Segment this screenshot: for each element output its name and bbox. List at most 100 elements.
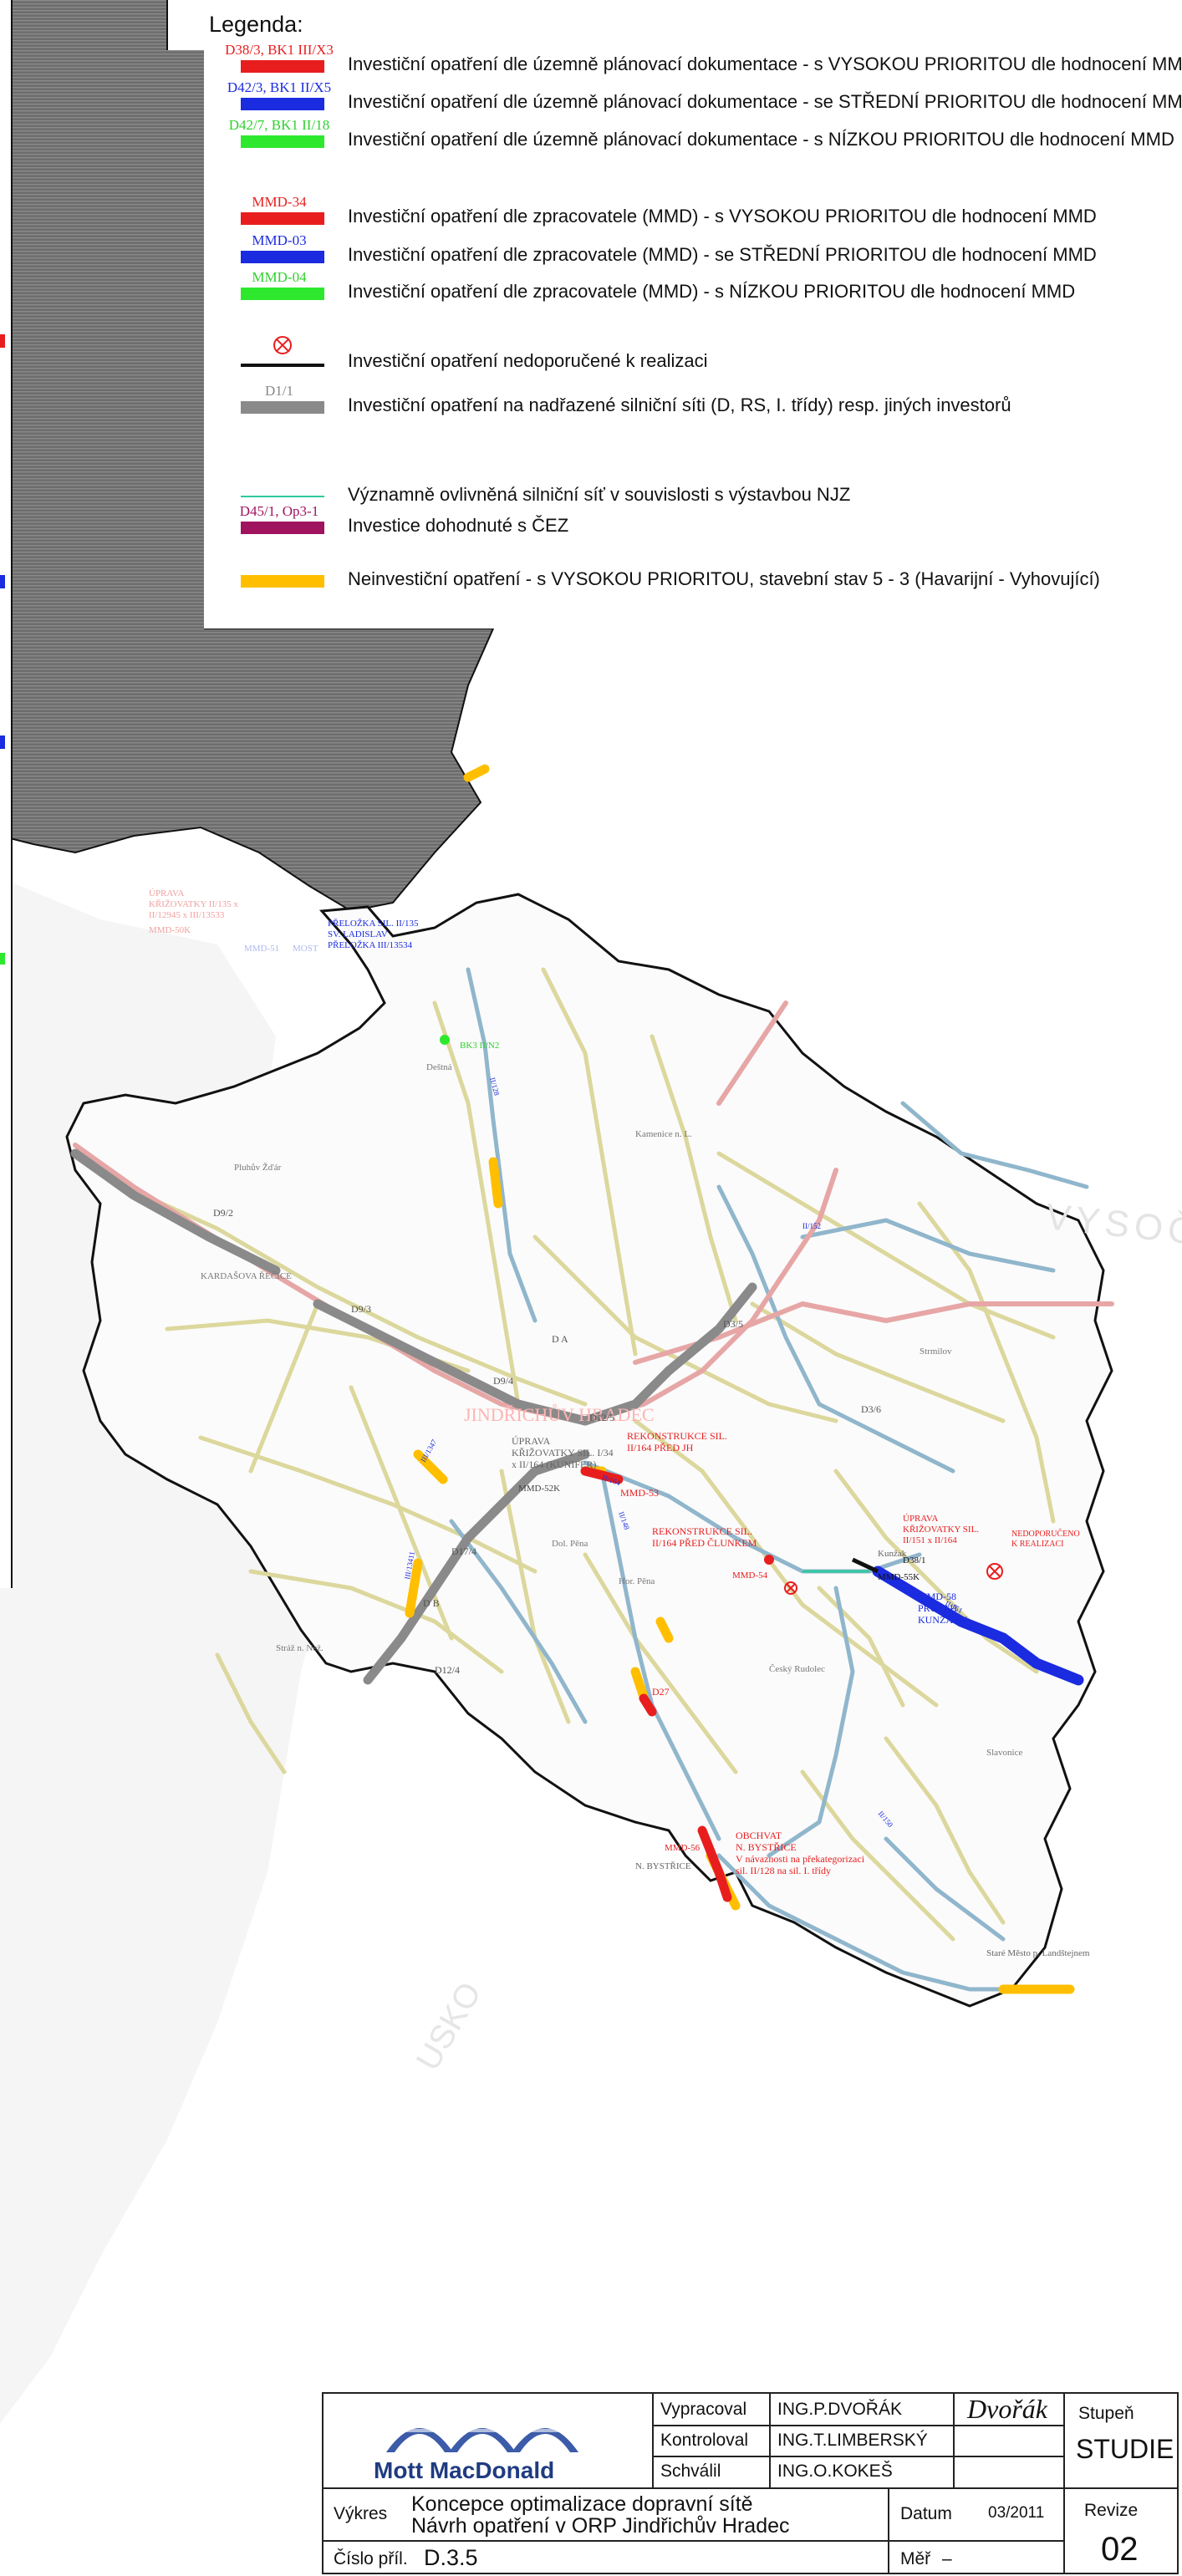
legend-text-part: dle hodnocení MMD — [926, 206, 1097, 227]
map-annotation: MMD-56 — [665, 1843, 701, 1853]
legend-text: Investiční opatření dle územně plánovací… — [348, 129, 1174, 150]
legend-swatch — [241, 288, 324, 300]
place-label: Deštná — [426, 1062, 452, 1072]
map-annotation: II/164 PŘED ČLUNKEM — [652, 1537, 757, 1549]
road-code: D27 — [652, 1686, 670, 1698]
map-annotation: II/12945 x III/13533 — [149, 910, 225, 920]
scale-value: – — [942, 2549, 952, 2568]
place-label: Strmilov — [920, 1347, 952, 1357]
legend-text-part: , stavební stav 5 - 3 (Havarijní - Vyhov… — [749, 568, 1100, 589]
map-annotation: MMD-50K — [149, 925, 191, 935]
legend-text-part: Investiční opatření dle zpracovatele (MM… — [348, 206, 730, 227]
map-annotation: PŘELOŽKA SIL. II/135 — [328, 919, 419, 929]
legend-text: Významně ovlivněná silniční síť v souvis… — [348, 484, 850, 506]
map-annotation: PŘELOŽKA III/13534 — [328, 940, 413, 950]
legend-swatch — [241, 496, 324, 497]
date-label: Datum — [900, 2504, 952, 2523]
nonrecommended-legend-icon — [273, 336, 292, 354]
drawing-label: Výkres — [334, 2504, 388, 2523]
legend-text: Investiční opatření dle zpracovatele (MM… — [348, 206, 1097, 227]
legend-code: D1/1 — [265, 383, 293, 399]
scale-label: Měř — [900, 2549, 931, 2568]
legend-text: Investiční opatření dle zpracovatele (MM… — [348, 281, 1075, 303]
place-label: N. BYSTŘICE — [635, 1861, 691, 1871]
map-annotation: II/164 PŘED JH — [627, 1442, 694, 1453]
legend-swatch — [241, 60, 324, 73]
place-label: Český Rudolec — [769, 1664, 825, 1674]
legend-text: Investiční opatření na nadřazené silničn… — [348, 395, 1011, 416]
road-code: D12/5 — [589, 1412, 614, 1423]
west-marker-red — [0, 334, 5, 348]
map-annotation: MOST — [293, 944, 318, 954]
map-annotation: PRŮTAH — [918, 1601, 957, 1614]
road-code: D9/4 — [493, 1375, 513, 1387]
legend-text-part: dle hodnocení MMD — [905, 281, 1076, 302]
place-label: KARDAŠOVA ŘEČICE — [201, 1271, 292, 1281]
legend-text-emphasis: NÍZKOU PRIORITOU — [729, 281, 906, 302]
legend-swatch — [241, 251, 324, 263]
district-area — [65, 893, 1113, 2008]
legend-text-part: Investice dohodnuté s ČEZ — [348, 515, 569, 536]
legend-text: Investiční opatření dle územně plánovací… — [348, 91, 1182, 113]
map-annotation: K REALIZACI — [1011, 1540, 1064, 1549]
map-annotation: KŘIŽOVATKY SIL. I/34 — [512, 1447, 614, 1459]
mmd-54-marker — [764, 1555, 774, 1565]
map-annotation: ÚPRAVA — [512, 1435, 551, 1447]
map-annotation: ÚPRAVA — [149, 888, 184, 899]
legend-swatch — [241, 135, 324, 148]
legend-text-part: Investiční opatření nedoporučené k reali… — [348, 350, 708, 371]
legend-text-emphasis: VYSOKOU PRIORITOU — [828, 53, 1027, 74]
drawn-by-label: Vypracoval — [660, 2400, 747, 2419]
map-annotation: V návaznosti na překategorizaci — [736, 1853, 865, 1865]
class-one-roads — [73, 1000, 1114, 1423]
legend-swatch — [241, 522, 324, 534]
low-priority-marker — [440, 1035, 450, 1045]
legend-text-emphasis: VYSOKOU PRIORITOU — [729, 206, 927, 227]
map-annotation: KUNŽAKU — [918, 1614, 968, 1626]
place-label: Kunžak — [878, 1549, 907, 1559]
map-annotation: SV. LADISLAV — [328, 929, 388, 939]
company-name: Mott MacDonald — [374, 2457, 555, 2483]
checked-by-label: Kontroloval — [660, 2431, 749, 2450]
nonrecommended-measure — [851, 1557, 879, 1574]
company-logo — [369, 2404, 604, 2462]
place-label: Pluhův Žďár — [234, 1163, 282, 1173]
road-code: D A — [552, 1333, 568, 1345]
legend-item: Významně ovlivněná silniční síť v souvis… — [204, 472, 1182, 506]
legend-code: D42/7, BK1 II/18 — [228, 117, 330, 133]
revision-value: 02 — [1101, 2531, 1139, 2568]
drawing-title-2: Návrh opatření v ORP Jindřichův Hradec — [411, 2514, 790, 2538]
legend-text: Investiční opatření dle zpracovatele (MM… — [348, 244, 1097, 266]
map-annotation: KŘIŽOVATKY II/135 x — [149, 899, 238, 909]
legend-text: Investice dohodnuté s ČEZ — [348, 515, 568, 537]
map-annotation: MMD-55K — [878, 1572, 920, 1582]
stage-value: STUDIE — [1076, 2434, 1174, 2464]
place-labels: JINDŘICHŮV HRADEC Kunžak N. BYSTŘICE Sta… — [201, 1062, 1090, 1958]
road-code: II/152 — [802, 1222, 821, 1230]
legend-text-part: Investiční opatření na nadřazené silničn… — [348, 395, 1011, 415]
map-annotation: MMD-52K — [518, 1484, 560, 1494]
west-marker-blue-2 — [0, 736, 5, 749]
legend-code: D45/1, Op3-1 — [239, 503, 319, 519]
place-label: JINDŘICHŮV HRADEC — [464, 1404, 655, 1425]
legend-code: MMD-34 — [252, 194, 307, 210]
place-label: Dol. Pěna — [552, 1539, 588, 1549]
legend-item: Neinvestiční opatření - s VYSOKOU PRIORI… — [204, 557, 1182, 590]
road-code: D12/4 — [435, 1664, 460, 1676]
stage-label: Stupeň — [1078, 2404, 1134, 2423]
legend-text-part: Neinvestiční opatření - s — [348, 568, 552, 589]
legend-text: Neinvestiční opatření - s VYSOKOU PRIORI… — [348, 568, 1100, 590]
legend-swatch — [241, 401, 324, 414]
legend-text-part: dle hodnocení MMD — [926, 244, 1097, 265]
outside-district-area — [0, 0, 493, 911]
legend-text: Investiční opatření nedoporučené k reali… — [348, 350, 707, 372]
road-code: BK3 II/N2 — [460, 1041, 499, 1051]
road-code: D3/5 — [723, 1318, 743, 1330]
place-label: Staré Město p. Landštejnem — [986, 1948, 1090, 1958]
drawn-by-value: ING.P.DVOŘÁK — [777, 2400, 902, 2419]
